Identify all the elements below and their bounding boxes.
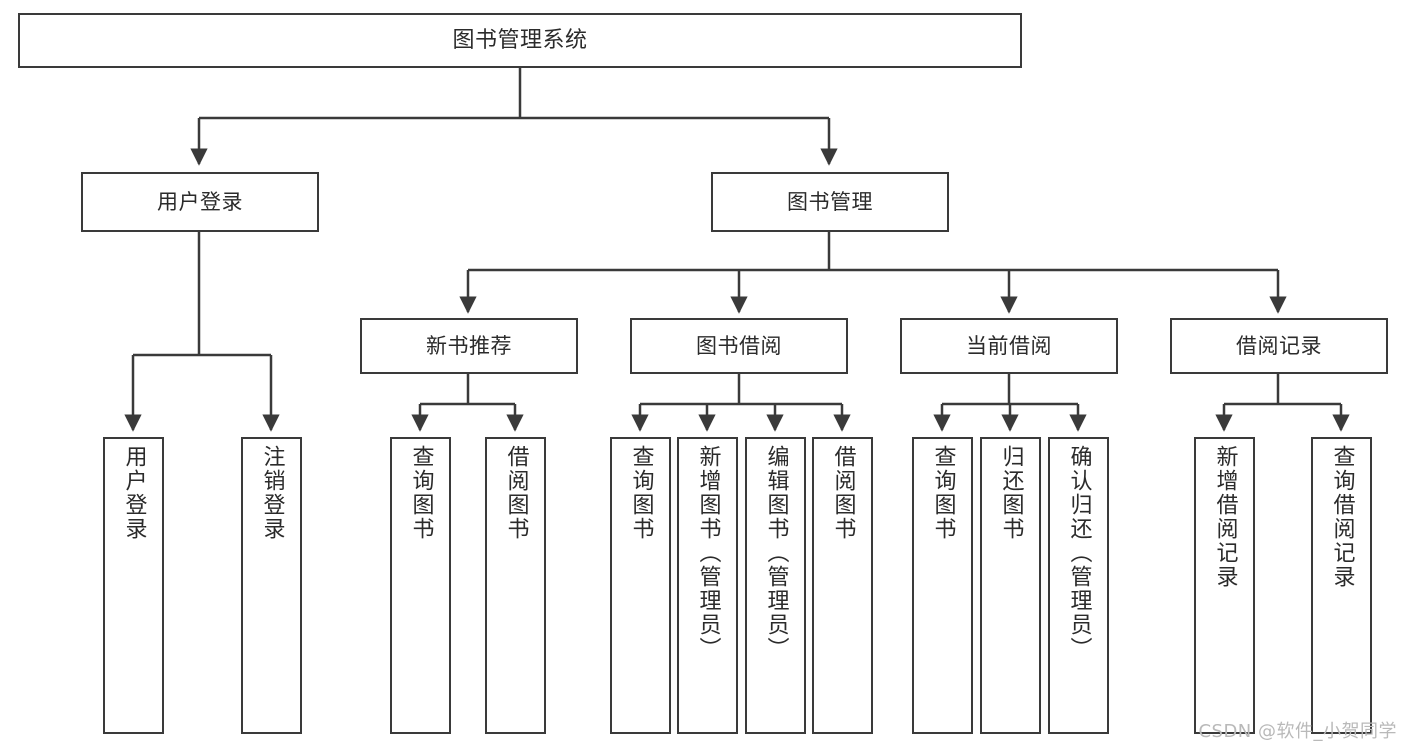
leaf-borrow-borrow-book[interactable]: 借阅图书	[812, 437, 873, 734]
leaf-record-query-record[interactable]: 查询借阅记录	[1311, 437, 1372, 734]
node-book-management-label: 图书管理	[787, 189, 873, 214]
leaf-record-query-record-label: 查询借阅记录	[1329, 445, 1355, 589]
node-book-borrow-label: 图书借阅	[696, 333, 782, 358]
leaf-user-login-signout-label: 注销登录	[259, 445, 285, 541]
node-root[interactable]: 图书管理系统	[18, 13, 1022, 68]
leaf-borrow-query-book[interactable]: 查询图书	[610, 437, 671, 734]
leaf-user-login-signin-label: 用户登录	[121, 445, 147, 541]
node-current-borrow-label: 当前借阅	[966, 333, 1052, 358]
node-book-management[interactable]: 图书管理	[711, 172, 949, 232]
leaf-recommend-query-book[interactable]: 查询图书	[390, 437, 451, 734]
leaf-borrow-borrow-book-label: 借阅图书	[830, 445, 856, 541]
node-book-borrow[interactable]: 图书借阅	[630, 318, 848, 374]
leaf-borrow-add-book-admin[interactable]: 新增图书（管理员）	[677, 437, 738, 734]
leaf-current-return-book-label: 归还图书	[998, 445, 1024, 541]
leaf-record-add-record-label: 新增借阅记录	[1212, 445, 1238, 589]
leaf-borrow-edit-book-admin-label: 编辑图书（管理员）	[763, 445, 789, 661]
leaf-current-confirm-return-admin-label: 确认归还（管理员）	[1066, 445, 1092, 661]
node-new-book-recommend-label: 新书推荐	[426, 333, 512, 358]
leaf-user-login-signin[interactable]: 用户登录	[103, 437, 164, 734]
leaf-borrow-query-book-label: 查询图书	[628, 445, 654, 541]
node-current-borrow[interactable]: 当前借阅	[900, 318, 1118, 374]
node-new-book-recommend[interactable]: 新书推荐	[360, 318, 578, 374]
node-borrow-record[interactable]: 借阅记录	[1170, 318, 1388, 374]
leaf-recommend-query-book-label: 查询图书	[408, 445, 434, 541]
leaf-current-query-book[interactable]: 查询图书	[912, 437, 973, 734]
leaf-current-confirm-return-admin[interactable]: 确认归还（管理员）	[1048, 437, 1109, 734]
leaf-record-add-record[interactable]: 新增借阅记录	[1194, 437, 1255, 734]
leaf-current-return-book[interactable]: 归还图书	[980, 437, 1041, 734]
leaf-recommend-borrow-book-label: 借阅图书	[503, 445, 529, 541]
leaf-borrow-add-book-admin-label: 新增图书（管理员）	[695, 445, 721, 661]
leaf-recommend-borrow-book[interactable]: 借阅图书	[485, 437, 546, 734]
leaf-user-login-signout[interactable]: 注销登录	[241, 437, 302, 734]
leaf-current-query-book-label: 查询图书	[930, 445, 956, 541]
watermark-text: CSDN @软件_小贺同学	[1198, 721, 1397, 742]
leaf-borrow-edit-book-admin[interactable]: 编辑图书（管理员）	[745, 437, 806, 734]
node-borrow-record-label: 借阅记录	[1236, 333, 1322, 358]
node-user-login-label: 用户登录	[157, 189, 243, 214]
node-user-login[interactable]: 用户登录	[81, 172, 319, 232]
node-root-label: 图书管理系统	[452, 27, 588, 53]
